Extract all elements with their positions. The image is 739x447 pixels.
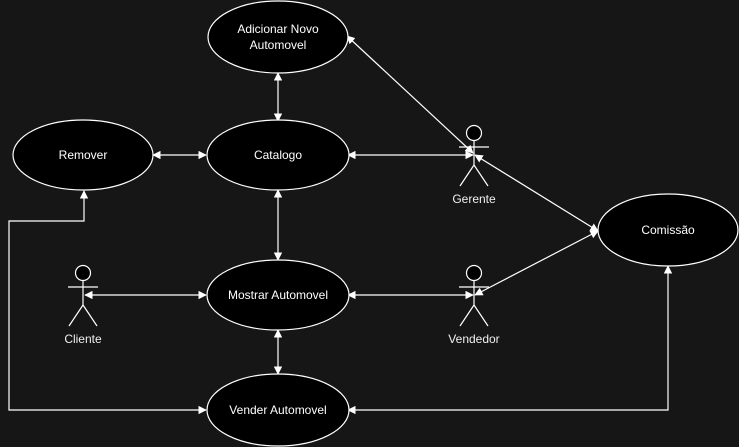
edge-vendedor-comissao: [474, 230, 599, 296]
actor-vendedor-label: Vendedor: [448, 332, 500, 346]
edge-gerente-comissao: [474, 154, 599, 232]
use-case-comissao-ellipse: [597, 193, 739, 267]
edge-vender-comissao: [347, 265, 673, 415]
use-case-catalogo-ellipse: [206, 119, 350, 191]
actor-cliente-label: Cliente: [64, 332, 102, 346]
use-case-adicionar-ellipse: [207, 0, 349, 74]
use-case-vender-ellipse: [206, 373, 350, 447]
actor-gerente-figure: [459, 124, 489, 187]
use-case-mostrar-ellipse: [206, 259, 350, 331]
edge-remover-vender: [8, 190, 207, 415]
actor-cliente-figure: [68, 264, 98, 327]
actor-vendedor-figure: [459, 264, 489, 327]
actor-gerente-label: Gerente: [452, 192, 496, 206]
edge-adicionar-gerente: [346, 35, 474, 154]
use-case-remover-ellipse: [12, 119, 154, 191]
